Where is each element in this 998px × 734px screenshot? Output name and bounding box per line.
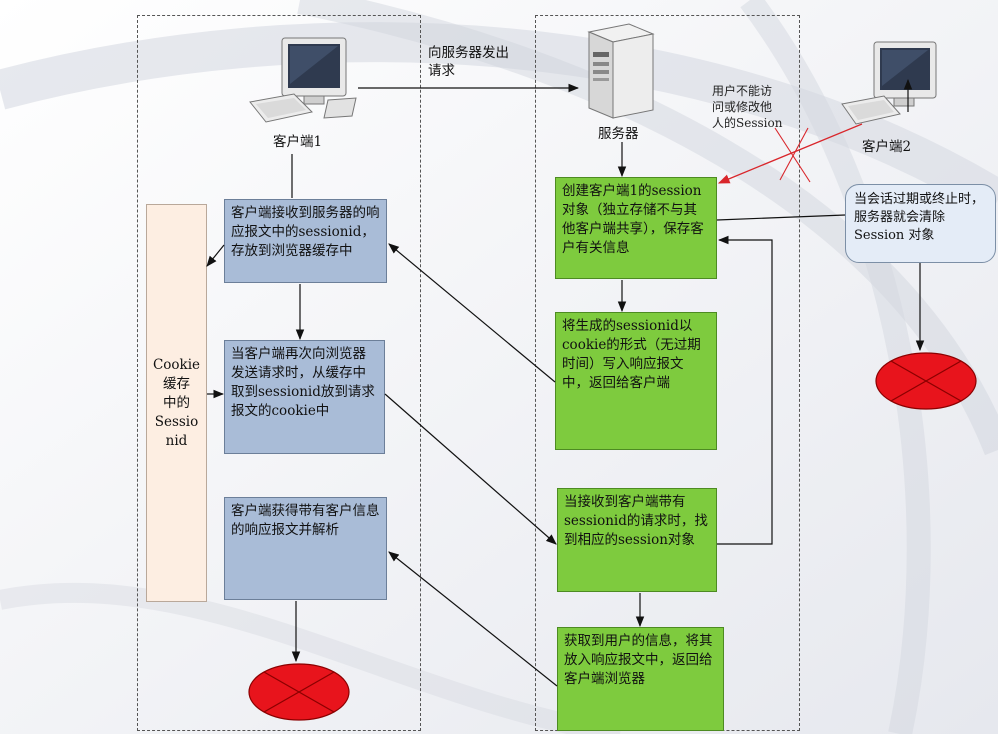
server-write-cookie-box: 将生成的sessionid以cookie的形式（无过期时间）写入响应报文中，返回… (555, 312, 717, 450)
client1-receive-box: 客户端接收到服务器的响应报文中的sessionid，存放到浏览器缓存中 (224, 199, 387, 283)
client1-parse-box: 客户端获得带有客户信息的响应报文并解析 (224, 497, 387, 600)
client2-label: 客户端2 (862, 139, 912, 155)
request-label: 向服务器发出 请求 (428, 45, 509, 79)
server-find-session-box: 当接收到客户端带有sessionid的请求时，找到相应的session对象 (557, 488, 717, 592)
client1-label: 客户端1 (273, 134, 323, 150)
deny-label: 用户不能访 问或修改他 人的Session (712, 84, 783, 130)
client2-computer-icon (841, 41, 937, 125)
client1-end-stop-icon (248, 663, 350, 721)
server-return-info-box: 获取到用户的信息，将其放入响应报文中，返回给客户端浏览器 (557, 627, 724, 731)
client1-resend-box: 当客户端再次向浏览器发送请求时，从缓存中取到sessionid放到请求报文的co… (224, 340, 385, 454)
client2-end-stop-icon (875, 352, 977, 410)
server-label: 服务器 (598, 126, 639, 142)
session-expire-note: 当会话过期或终止时，服务器就会清除Session 对象 (845, 184, 996, 263)
client1-computer-icon (249, 37, 357, 123)
cookie-cache-box: Cookie 缓存 中的 Sessio nid (146, 204, 207, 602)
server-icon (587, 23, 655, 119)
server-create-session-box: 创建客户端1的session对象（独立存储不与其他客户端共享），保存客户有关信息 (555, 177, 717, 279)
